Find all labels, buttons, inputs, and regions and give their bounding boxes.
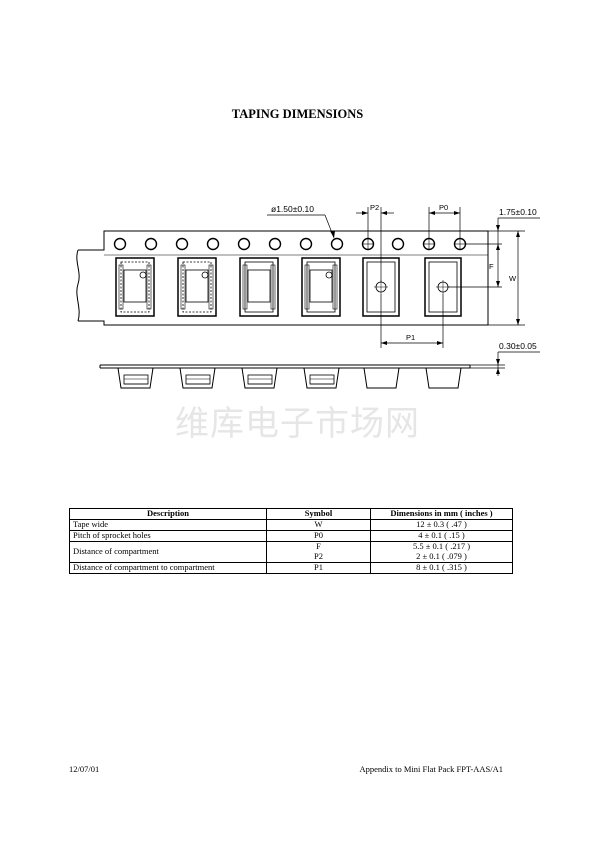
edge-distance-label: 1.75±0.10 [499,207,537,217]
header-description: Description [69,508,267,520]
row-description: Pitch of sprocket holes [69,530,267,542]
tape-side-view [99,364,471,389]
p1-label: P1 [406,333,415,342]
side-view-parts [123,374,335,385]
row-description: Tape wide [69,519,267,531]
row-dimension: 4 ± 0.1 ( .15 ) [370,530,513,542]
compartment-3 [239,257,279,317]
page-title: TAPING DIMENSIONS [231,107,364,121]
table-row: Pitch of sprocket holes P0 4 ± 0.1 ( .15… [69,530,513,542]
row-dimension-f: 5.5 ± 0.1 ( .217 ) [412,541,471,551]
thickness-label: 0.30±0.05 [499,341,537,351]
header-dimensions: Dimensions in mm ( inches ) [370,508,513,520]
compartment-1 [115,257,155,317]
dimension-labels: ø1.50±0.10 P2 P0 1.75±0.10 F W P1 0.30±0… [271,203,537,351]
sprocket-holes [113,237,467,251]
compartment-4 [301,257,341,317]
w-label: W [509,274,517,283]
taping-spec-table: Description Symbol Dimensions in mm ( in… [69,508,513,574]
taping-drawing: ø1.50±0.10 P2 P0 1.75±0.10 F W P1 0.30±0… [76,203,540,389]
row-dimension-p2: 2 ± 0.1 ( .079 ) [416,550,467,561]
p0-label: P0 [439,203,448,212]
table-row: Distance of compartment to compartment P… [69,561,513,574]
compartments-empty [362,257,462,317]
hole-centre-marks [362,238,466,250]
row-description: Distance of compartment to compartment [69,561,267,574]
row-symbol: F P2 [266,541,371,563]
row-symbol: W [266,519,371,531]
row-symbol: P0 [266,530,371,542]
footer-date: 12/07/01 [69,764,100,774]
row-dimension: 8 ± 0.1 ( .315 ) [370,561,513,574]
footer-reference: Appendix to Mini Flat Pack FPT-AAS/A1 [359,764,504,774]
row-dimension: 5.5 ± 0.1 ( .217 ) 2 ± 0.1 ( .079 ) [370,541,513,563]
compartments-filled [115,257,341,317]
table-row: Distance of compartment F P2 5.5 ± 0.1 (… [69,541,513,563]
compartment-2 [177,257,217,317]
row-symbol-p2: P2 [314,550,323,561]
side-view-part-leads [124,378,334,385]
table-row: Tape wide W 12 ± 0.3 ( .47 ) [69,519,513,531]
p2-label: P2 [370,203,379,212]
row-description: Distance of compartment [69,541,267,563]
watermark: 维库电子市场网 [175,404,420,444]
dimension-lines [267,207,540,376]
dimension-arrowheads [330,211,520,374]
hole-diameter-label: ø1.50±0.10 [271,204,314,214]
row-dimension: 12 ± 0.3 ( .47 ) [370,519,513,531]
f-label: F [489,262,494,271]
row-symbol-f: F [316,541,321,551]
header-symbol: Symbol [266,508,371,520]
row-symbol: P1 [266,561,371,574]
tape-top-view [76,230,489,326]
table-header-row: Description Symbol Dimensions in mm ( in… [69,508,513,520]
